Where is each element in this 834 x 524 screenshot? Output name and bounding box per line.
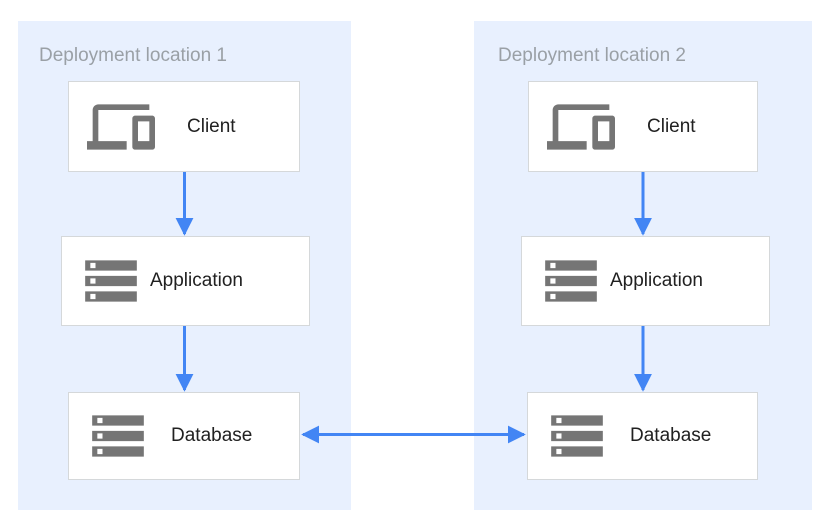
node-application-1: Application: [61, 236, 310, 326]
storage-icon: [546, 405, 608, 467]
storage-icon: [540, 250, 602, 312]
storage-icon: [87, 405, 149, 467]
node-label: Application: [150, 270, 243, 291]
node-label: Database: [171, 425, 253, 446]
node-client-2: Client: [528, 81, 758, 172]
node-label: Application: [610, 270, 703, 291]
devices-icon: [547, 93, 615, 161]
storage-icon: [80, 250, 142, 312]
panel-title: Deployment location 2: [498, 45, 686, 66]
node-database-2: Database: [527, 392, 758, 480]
deployment-location-1-panel: Deployment location 1 Client Application: [18, 21, 351, 510]
node-label: Database: [630, 425, 712, 446]
node-database-1: Database: [68, 392, 300, 480]
node-application-2: Application: [521, 236, 770, 326]
panel-title: Deployment location 1: [39, 45, 227, 66]
node-client-1: Client: [68, 81, 300, 172]
node-label: Client: [647, 115, 696, 137]
deployment-location-2-panel: Deployment location 2 Client Application: [474, 21, 812, 510]
devices-icon: [87, 93, 155, 161]
node-label: Client: [187, 115, 236, 137]
